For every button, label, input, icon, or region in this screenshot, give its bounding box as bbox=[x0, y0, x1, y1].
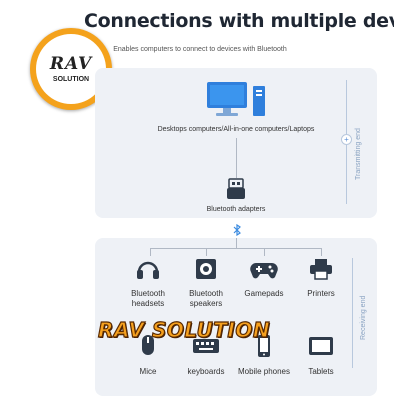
watermark-text: RAV SOLUTION bbox=[97, 317, 271, 342]
device-gamepads: Gamepads bbox=[234, 258, 294, 299]
logo-tagline: SOLUTION bbox=[52, 76, 90, 83]
device-label: Printers bbox=[307, 289, 335, 298]
device-mice: Mice bbox=[118, 334, 178, 377]
receiving-bracket bbox=[352, 258, 353, 368]
device-label: Mobile phones bbox=[237, 367, 291, 376]
device-label: Gamepads bbox=[244, 289, 284, 298]
connector-line bbox=[236, 238, 237, 248]
branch-drop bbox=[264, 248, 265, 256]
adapter-label: Bluetooth adapters bbox=[206, 206, 266, 213]
computer-icon bbox=[207, 82, 265, 116]
printer-icon bbox=[310, 259, 332, 280]
plus-icon: + bbox=[341, 134, 352, 145]
device-keyboards: keyboards bbox=[176, 334, 236, 377]
receiving-label: Receiving end bbox=[360, 295, 367, 340]
tablet-icon bbox=[309, 337, 333, 355]
keyboard-icon bbox=[193, 339, 219, 353]
device-printers: Printers bbox=[291, 258, 351, 299]
branch-drop bbox=[321, 248, 322, 256]
mobile-phone-icon bbox=[258, 335, 270, 357]
device-headsets: Bluetooth headsets bbox=[118, 258, 178, 309]
computers-label: Desktops computers/All-in-one computers/… bbox=[157, 126, 315, 133]
device-label: Mice bbox=[139, 367, 157, 376]
device-label: Bluetooth speakers bbox=[189, 289, 223, 308]
device-speakers: Bluetooth speakers bbox=[176, 258, 236, 309]
transmitting-label: Transmitting end bbox=[355, 128, 362, 180]
gamepad-icon bbox=[250, 263, 278, 279]
mouse-icon bbox=[142, 335, 154, 355]
device-label: keyboards bbox=[187, 367, 225, 376]
speaker-icon bbox=[196, 259, 216, 279]
headset-icon bbox=[137, 261, 159, 279]
branch-line bbox=[150, 248, 322, 249]
page-subtitle: Enables computers to connect to devices … bbox=[113, 46, 287, 53]
device-tablets: Tablets bbox=[291, 334, 351, 377]
device-mobile-phones: Mobile phones bbox=[234, 334, 294, 377]
page-title: Connections with multiple devices bbox=[84, 10, 394, 32]
device-label: Tablets bbox=[308, 367, 334, 376]
branch-drop bbox=[150, 248, 151, 256]
bluetooth-icon bbox=[233, 224, 241, 236]
bluetooth-adapter-icon bbox=[227, 178, 245, 199]
device-label: Bluetooth headsets bbox=[131, 289, 165, 308]
branch-drop bbox=[206, 248, 207, 256]
connector-line bbox=[236, 138, 237, 178]
logo-brand: RAV bbox=[49, 54, 93, 74]
